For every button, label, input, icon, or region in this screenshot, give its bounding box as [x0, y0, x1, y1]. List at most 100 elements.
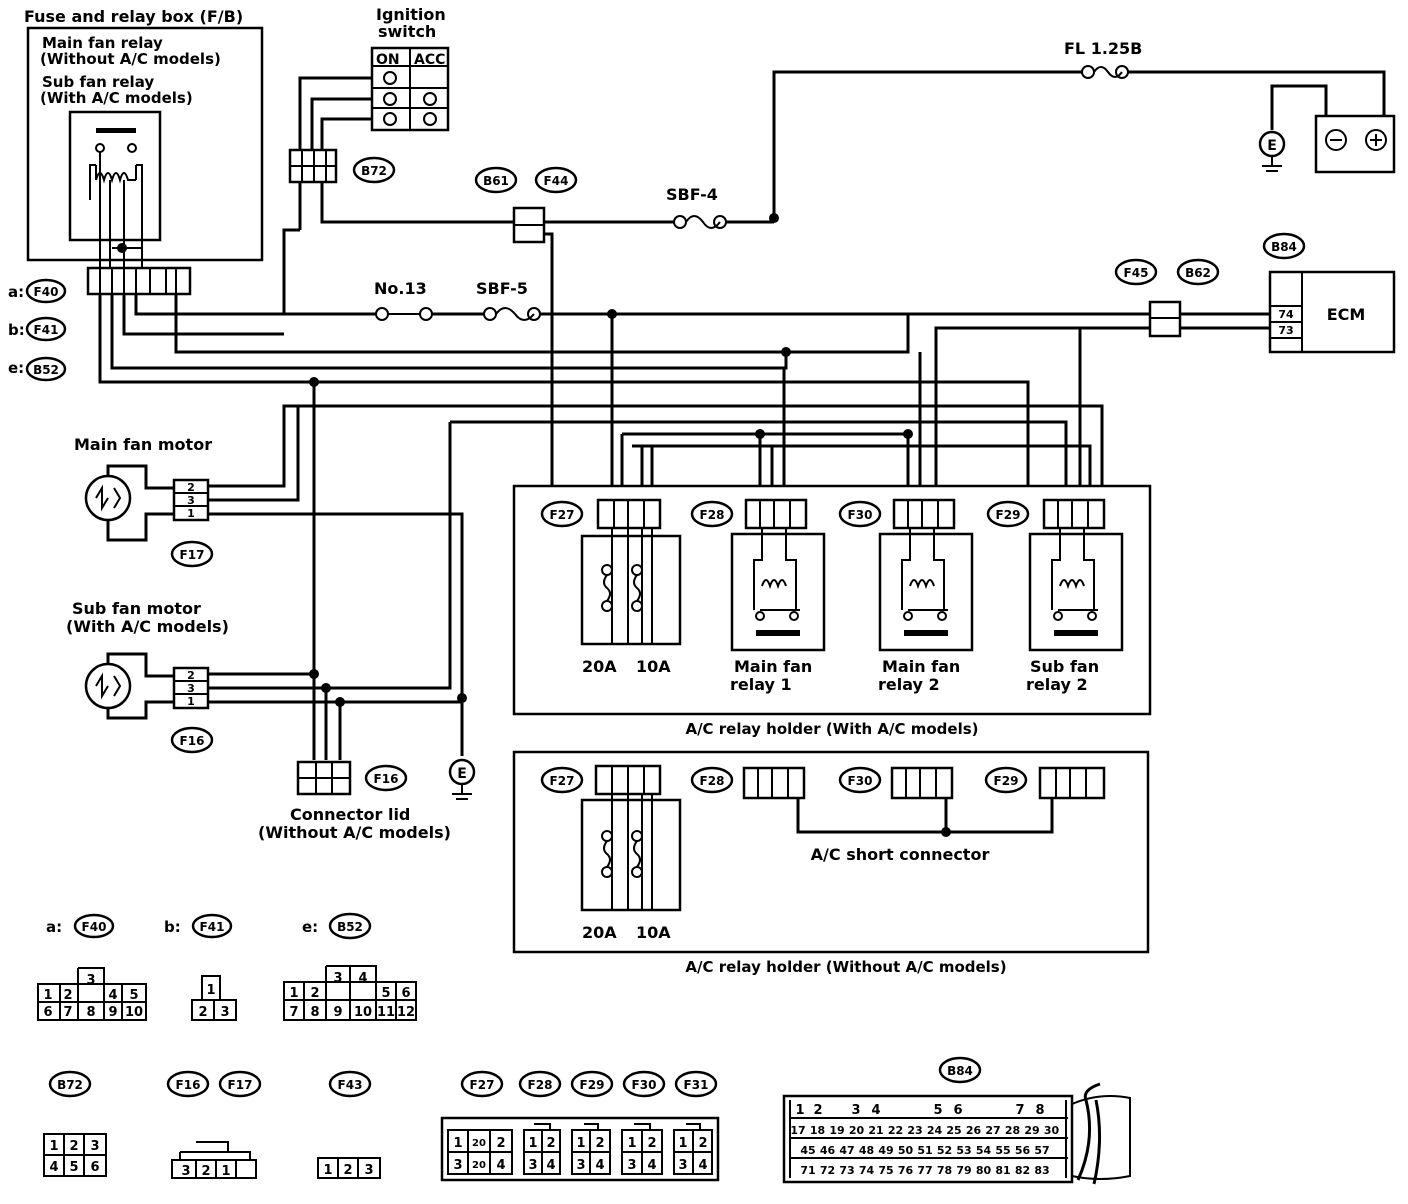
prefix-b: b: — [8, 321, 25, 339]
sbf4-label: SBF-4 — [666, 185, 718, 204]
f40-p6: 6 — [43, 1005, 52, 1020]
sub-fan-relay-label: Sub fan relay — [42, 73, 154, 91]
b84-pin-45: 45 — [800, 1144, 815, 1157]
relay-holder-without-ac: F27 20A 10A F28 F30 F29 A/C short connec… — [512, 750, 1150, 976]
mfr1-label-2: relay 1 — [730, 675, 792, 694]
f16-17-p2: 2 — [201, 1164, 210, 1179]
b84-pin-57: 57 — [1034, 1144, 1049, 1157]
b84-pin-30: 30 — [1044, 1124, 1060, 1137]
b84-pin-52: 52 — [937, 1144, 952, 1157]
b61-badge: B61 — [483, 174, 509, 188]
f40-p4: 4 — [108, 988, 117, 1003]
short-connector-label: A/C short connector — [811, 845, 990, 864]
b84-pin-22: 22 — [888, 1124, 903, 1137]
f41-p1: 1 — [206, 983, 215, 998]
fuse-block-icon-2 — [580, 798, 682, 912]
fuse-10a-label-2: 10A — [636, 923, 671, 942]
sub-fan-relay-note: (With A/C models) — [40, 89, 193, 107]
f43-p3: 3 — [364, 1163, 373, 1178]
face-b72-badge: B72 — [57, 1078, 83, 1092]
b84-pin-4: 4 — [871, 1103, 880, 1118]
f28-badge: F28 — [700, 508, 725, 522]
b84-pin-8: 8 — [1035, 1103, 1044, 1118]
face-b52-badge: B52 — [337, 920, 363, 934]
b84-pin-50: 50 — [898, 1144, 914, 1157]
face-f40-badge: F40 — [82, 920, 107, 934]
f16-pin-2: 2 — [187, 669, 195, 682]
b84-pin-6: 6 — [953, 1103, 962, 1118]
ground-label-2: E — [457, 766, 467, 782]
b84-pin-5: 5 — [933, 1103, 942, 1118]
face-prefix-e: e: — [302, 918, 318, 936]
f30-badge-2: F30 — [848, 774, 873, 788]
switch-label: switch — [378, 22, 436, 41]
f27-badge: F27 — [550, 508, 575, 522]
b84-pin-72: 72 — [820, 1164, 835, 1177]
b52-badge: B52 — [33, 363, 59, 377]
f31-p2: 2 — [698, 1136, 707, 1151]
b72-p3: 3 — [90, 1139, 99, 1154]
connector-faces: a: F40 1 2 3 4 5 6 7 8 9 10 b: F41 1 2 3… — [37, 912, 1131, 1185]
f28-badge-2: F28 — [700, 774, 725, 788]
b84-pin-19: 19 — [829, 1124, 844, 1137]
prefix-a: a: — [8, 283, 24, 301]
ign-acc-label: ACC — [414, 52, 445, 68]
f40-p3: 3 — [86, 973, 95, 988]
f27-p20a: 20 — [472, 1138, 486, 1149]
sub-fan-motor-note: (With A/C models) — [66, 617, 229, 636]
b52-p8: 8 — [310, 1005, 319, 1020]
main-fan-relay-note: (Without A/C models) — [40, 50, 221, 68]
b84-pin-53: 53 — [956, 1144, 971, 1157]
f28-p1: 1 — [528, 1136, 537, 1151]
b84-pin-74: 74 — [859, 1164, 875, 1177]
f30-badge: F30 — [848, 508, 873, 522]
f16-lid-badge: F16 — [374, 772, 399, 786]
f31-p4: 4 — [698, 1158, 707, 1173]
b72-p5: 5 — [69, 1160, 78, 1175]
f16-pin-1: 1 — [187, 695, 195, 708]
fuse-10a-label: 10A — [636, 657, 671, 676]
f40-p9: 9 — [108, 1005, 117, 1020]
b52-p6: 6 — [401, 986, 410, 1001]
fl-125b-label: FL 1.25B — [1064, 39, 1142, 58]
ecm-pin-73: 73 — [1278, 324, 1293, 337]
fuse-box-title: Fuse and relay box (F/B) — [24, 7, 243, 26]
holder-with-ac-label: A/C relay holder (With A/C models) — [685, 720, 978, 738]
b84-pin-83: 83 — [1034, 1164, 1049, 1177]
f16-17-p1: 1 — [221, 1164, 230, 1179]
f40-p7: 7 — [63, 1005, 72, 1020]
f28-p2: 2 — [546, 1136, 555, 1151]
face-f43-badge: F43 — [338, 1078, 363, 1092]
relay-symbol-icon — [68, 110, 162, 242]
f45-badge: F45 — [1124, 266, 1149, 280]
f28-p3: 3 — [528, 1158, 537, 1173]
f27-p1: 1 — [453, 1136, 462, 1151]
mfr2-label-2: relay 2 — [878, 675, 940, 694]
ign-on-label: ON — [376, 52, 400, 68]
face-prefix-b: b: — [164, 918, 181, 936]
fuse-block-icon — [580, 534, 682, 646]
b52-p4: 4 — [358, 971, 367, 986]
b52-p3: 3 — [333, 971, 342, 986]
f29-connector — [1042, 498, 1106, 530]
b72-p2: 2 — [69, 1139, 78, 1154]
b72-p4: 4 — [49, 1160, 58, 1175]
sub-fan-motor: Sub fan motor (With A/C models) 2 3 1 F1… — [66, 422, 467, 760]
f31-p1: 1 — [678, 1136, 687, 1151]
f40-p10: 10 — [125, 1005, 143, 1020]
sub-fan-motor-label: Sub fan motor — [72, 599, 201, 618]
b52-p1: 1 — [289, 986, 298, 1001]
f30-connector — [892, 498, 956, 530]
no13-label: No.13 — [374, 279, 427, 298]
f30-p2: 2 — [647, 1136, 656, 1151]
f43-p1: 1 — [323, 1163, 332, 1178]
fuse-20a-label: 20A — [582, 657, 617, 676]
b52-p5: 5 — [381, 986, 390, 1001]
b84-pin-17: 17 — [790, 1124, 805, 1137]
b84-pin-54: 54 — [976, 1144, 992, 1157]
connector-lid-label: Connector lid — [290, 805, 410, 824]
f40-p2: 2 — [63, 988, 72, 1003]
fuse-relay-box: Fuse and relay box (F/B) Main fan relay … — [24, 7, 264, 296]
b84-pin-28: 28 — [1005, 1124, 1020, 1137]
